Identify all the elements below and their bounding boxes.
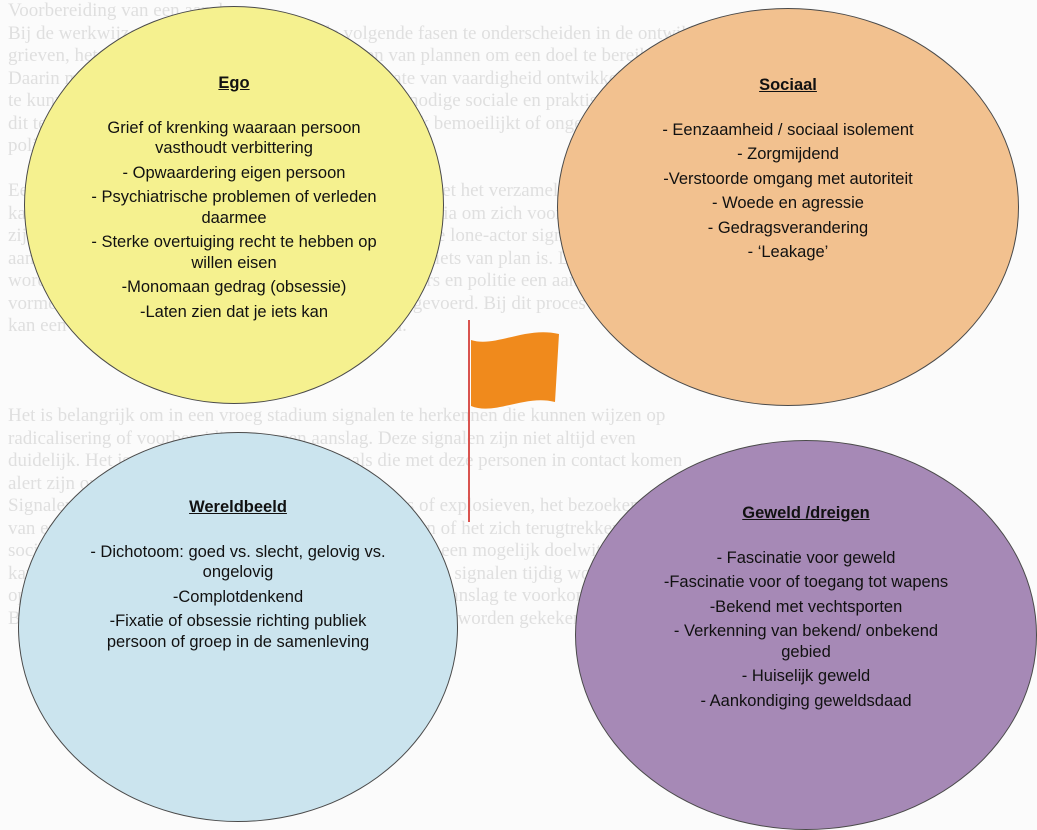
sociaal-item: - Woede en agressie [712,194,864,212]
ego-item: -Monomaan gedrag (obsessie) [121,278,347,296]
geweld-item: - Aankondiging geweldsdaad [700,691,912,710]
ego-item: - Psychiatrische problemen of verleden d… [91,188,377,227]
sociaal-item: - Gedragsverandering [707,218,869,237]
geweld-item: - Verkenning van bekend/ onbekend gebied [673,622,939,661]
background-text-line: Het is belangrijk om in een vroeg stadiu… [8,405,666,426]
wereldbeeld-item: -Complotdenkend [172,587,304,606]
geweld-item: -Fascinatie voor of toegang tot wapens [663,573,949,591]
sociaal-item: - ‘Leakage’ [747,243,829,261]
wereldbeeld-item: -Fixatie of obsessie richting publiek pe… [106,612,370,651]
sociaal-item: - Zorgmijdend [737,145,839,163]
sociaal-circle: Sociaal - Eenzaamheid / sociaal isolemen… [557,8,1019,406]
ego-item: - Sterke overtuiging recht te hebben op … [91,233,377,272]
geweld-title: Geweld /dreigen [742,504,870,522]
ego-title: Ego [218,74,250,92]
geweld-item: -Bekend met vechtsporten [709,597,903,616]
ego-item: -Laten zien dat je iets kan [139,302,329,321]
ego-circle: Ego Grief of krenking waaraan persoon va… [24,6,444,404]
wereldbeeld-circle: Wereldbeeld - Dichotoom: goed vs. slecht… [18,432,458,822]
wereldbeeld-title: Wereldbeeld [189,498,287,516]
geweld-item: - Fascinatie voor geweld [716,548,896,567]
sociaal-item: - Eenzaamheid / sociaal isolement [662,120,914,139]
ego-item: - Opwaardering eigen persoon [122,163,346,182]
wereldbeeld-item: - Dichotoom: goed vs. slecht, gelovig vs… [90,542,386,582]
geweld-item: - Huiselijk geweld [741,667,871,685]
orange-flag-icon [468,320,559,522]
sociaal-item: -Verstoorde omgang met autoriteit [663,169,913,188]
geweld-circle: Geweld /dreigen - Fascinatie voor geweld… [575,440,1037,830]
sociaal-title: Sociaal [759,76,817,94]
flag-cloth [471,332,559,409]
ego-item: Grief of krenking waaraan persoon vastho… [107,118,361,158]
